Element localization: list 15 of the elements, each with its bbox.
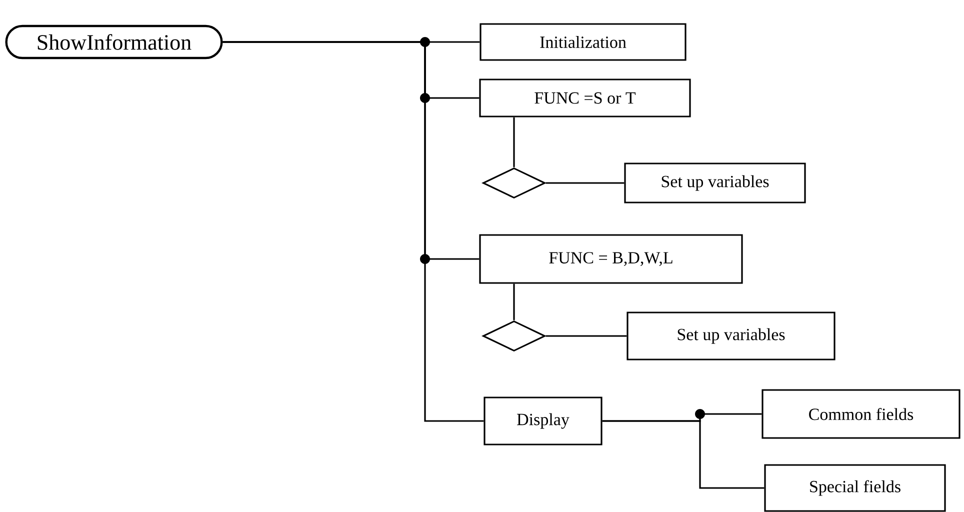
- terminal-box: ShowInformation: [5, 24, 223, 60]
- connector-line: [222, 41, 484, 422]
- process-box: FUNC =S or T: [479, 78, 691, 118]
- process-box: Set up variables: [624, 162, 806, 204]
- connector-line: [513, 117, 515, 168]
- connector-line: [513, 284, 515, 320]
- connector-line: [546, 182, 624, 184]
- process-box: Display: [484, 396, 602, 446]
- process-box: Special fields: [764, 464, 946, 512]
- process-box: FUNC = B,D,W,L: [479, 234, 743, 284]
- connector-line: [602, 420, 764, 489]
- process-box: Common fields: [762, 389, 960, 439]
- process-box: Initialization: [480, 23, 686, 61]
- connector-line: [546, 335, 627, 337]
- process-box: Set up variables: [626, 312, 836, 360]
